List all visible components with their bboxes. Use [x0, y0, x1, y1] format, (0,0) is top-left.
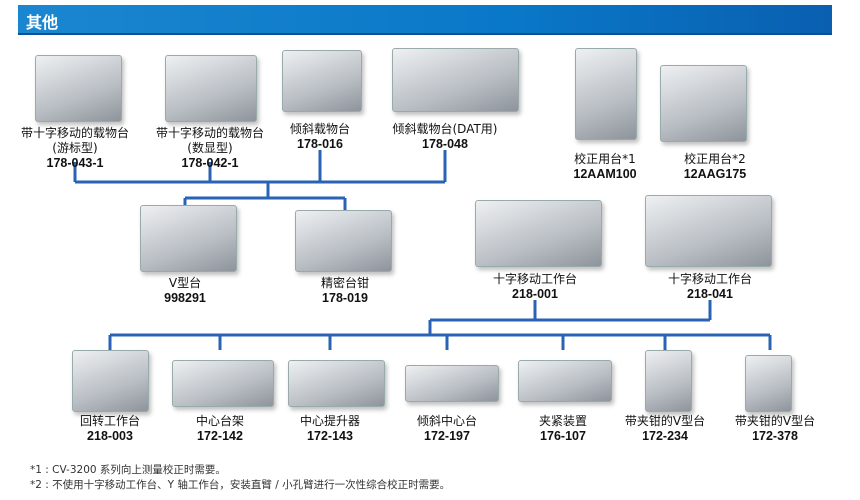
- product-code: 172-378: [752, 429, 798, 443]
- product-image-178-043-1: [35, 55, 122, 122]
- product-code: 218-041: [687, 287, 733, 301]
- product-name: 中心提升器: [299, 414, 361, 428]
- product-image-998291: [140, 205, 237, 272]
- footnotes: *1 : CV-3200 系列向上测量校正时需要。 *2 : 不使用十字移动工作…: [30, 463, 450, 493]
- product-name: 校正用台*1: [574, 152, 636, 166]
- product-name: 带夹钳的V型台: [624, 414, 706, 428]
- product-code: 12AAG175: [683, 167, 747, 181]
- section-title: 其他: [26, 13, 59, 32]
- product-code: 176-107: [540, 429, 586, 443]
- product-code: 178-016: [297, 137, 343, 151]
- product-sub: (数显型): [187, 141, 233, 155]
- product-label: 倾斜载物台(DAT用)178-048: [392, 122, 497, 152]
- footnote-1: *1 : CV-3200 系列向上测量校正时需要。: [30, 464, 226, 476]
- product-image-218-041: [645, 195, 772, 267]
- product-image-172-142: [172, 360, 274, 407]
- footnote-2: *2 : 不使用十字移动工作台、Y 轴工作台，安装直臂 / 小孔臂进行一次性综合…: [30, 479, 451, 491]
- product-name: 校正用台*2: [684, 152, 746, 166]
- product-name: 夹紧装置: [538, 414, 588, 428]
- product-name: 精密台钳: [320, 276, 370, 290]
- product-name: 带夹钳的V型台: [734, 414, 816, 428]
- product-image-176-107: [518, 360, 612, 402]
- product-code: 178-043-1: [46, 156, 104, 170]
- product-code: 178-019: [322, 291, 368, 305]
- product-code: 998291: [164, 291, 206, 305]
- product-image-12AAG175: [660, 65, 747, 142]
- product-name: 倾斜载物台(DAT用): [392, 122, 498, 136]
- product-image-178-048: [392, 48, 519, 112]
- connector-row2: [108, 300, 772, 350]
- product-code: 218-001: [512, 287, 558, 301]
- product-code: 172-197: [424, 429, 470, 443]
- product-name: 带十字移动的载物台: [155, 126, 265, 140]
- product-name: 倾斜载物台: [289, 122, 351, 136]
- product-name: V型台: [168, 276, 202, 290]
- product-image-172-378: [745, 355, 792, 412]
- product-code: 172-143: [307, 429, 353, 443]
- product-name: 十字移动工作台: [667, 272, 753, 286]
- product-image-178-042-1: [165, 55, 257, 122]
- product-name: 带十字移动的载物台: [20, 126, 130, 140]
- product-name: 回转工作台: [79, 414, 141, 428]
- product-image-12AAM100: [575, 48, 637, 140]
- product-label: 带十字移动的载物台(数显型)178-042-1: [156, 126, 264, 171]
- product-image-178-019: [295, 210, 392, 272]
- product-image-172-197: [405, 365, 499, 402]
- product-code: 178-048: [422, 137, 468, 151]
- product-image-172-234: [645, 350, 692, 412]
- product-image-218-003: [72, 350, 149, 412]
- product-name: 十字移动工作台: [492, 272, 578, 286]
- connector-row1: [73, 150, 447, 210]
- product-code: 172-234: [642, 429, 688, 443]
- product-code: 178-042-1: [181, 156, 239, 170]
- product-name: 中心台架: [195, 414, 245, 428]
- product-label: 带十字移动的载物台(游标型)178-043-1: [21, 126, 129, 171]
- product-image-172-143: [288, 360, 385, 407]
- product-image-218-001: [475, 200, 602, 267]
- section-header: 其他: [18, 5, 832, 35]
- product-sub: (游标型): [52, 141, 98, 155]
- product-code: 12AAM100: [573, 167, 637, 181]
- product-name: 倾斜中心台: [416, 414, 478, 428]
- product-image-178-016: [282, 50, 362, 112]
- product-code: 172-142: [197, 429, 243, 443]
- product-code: 218-003: [87, 429, 133, 443]
